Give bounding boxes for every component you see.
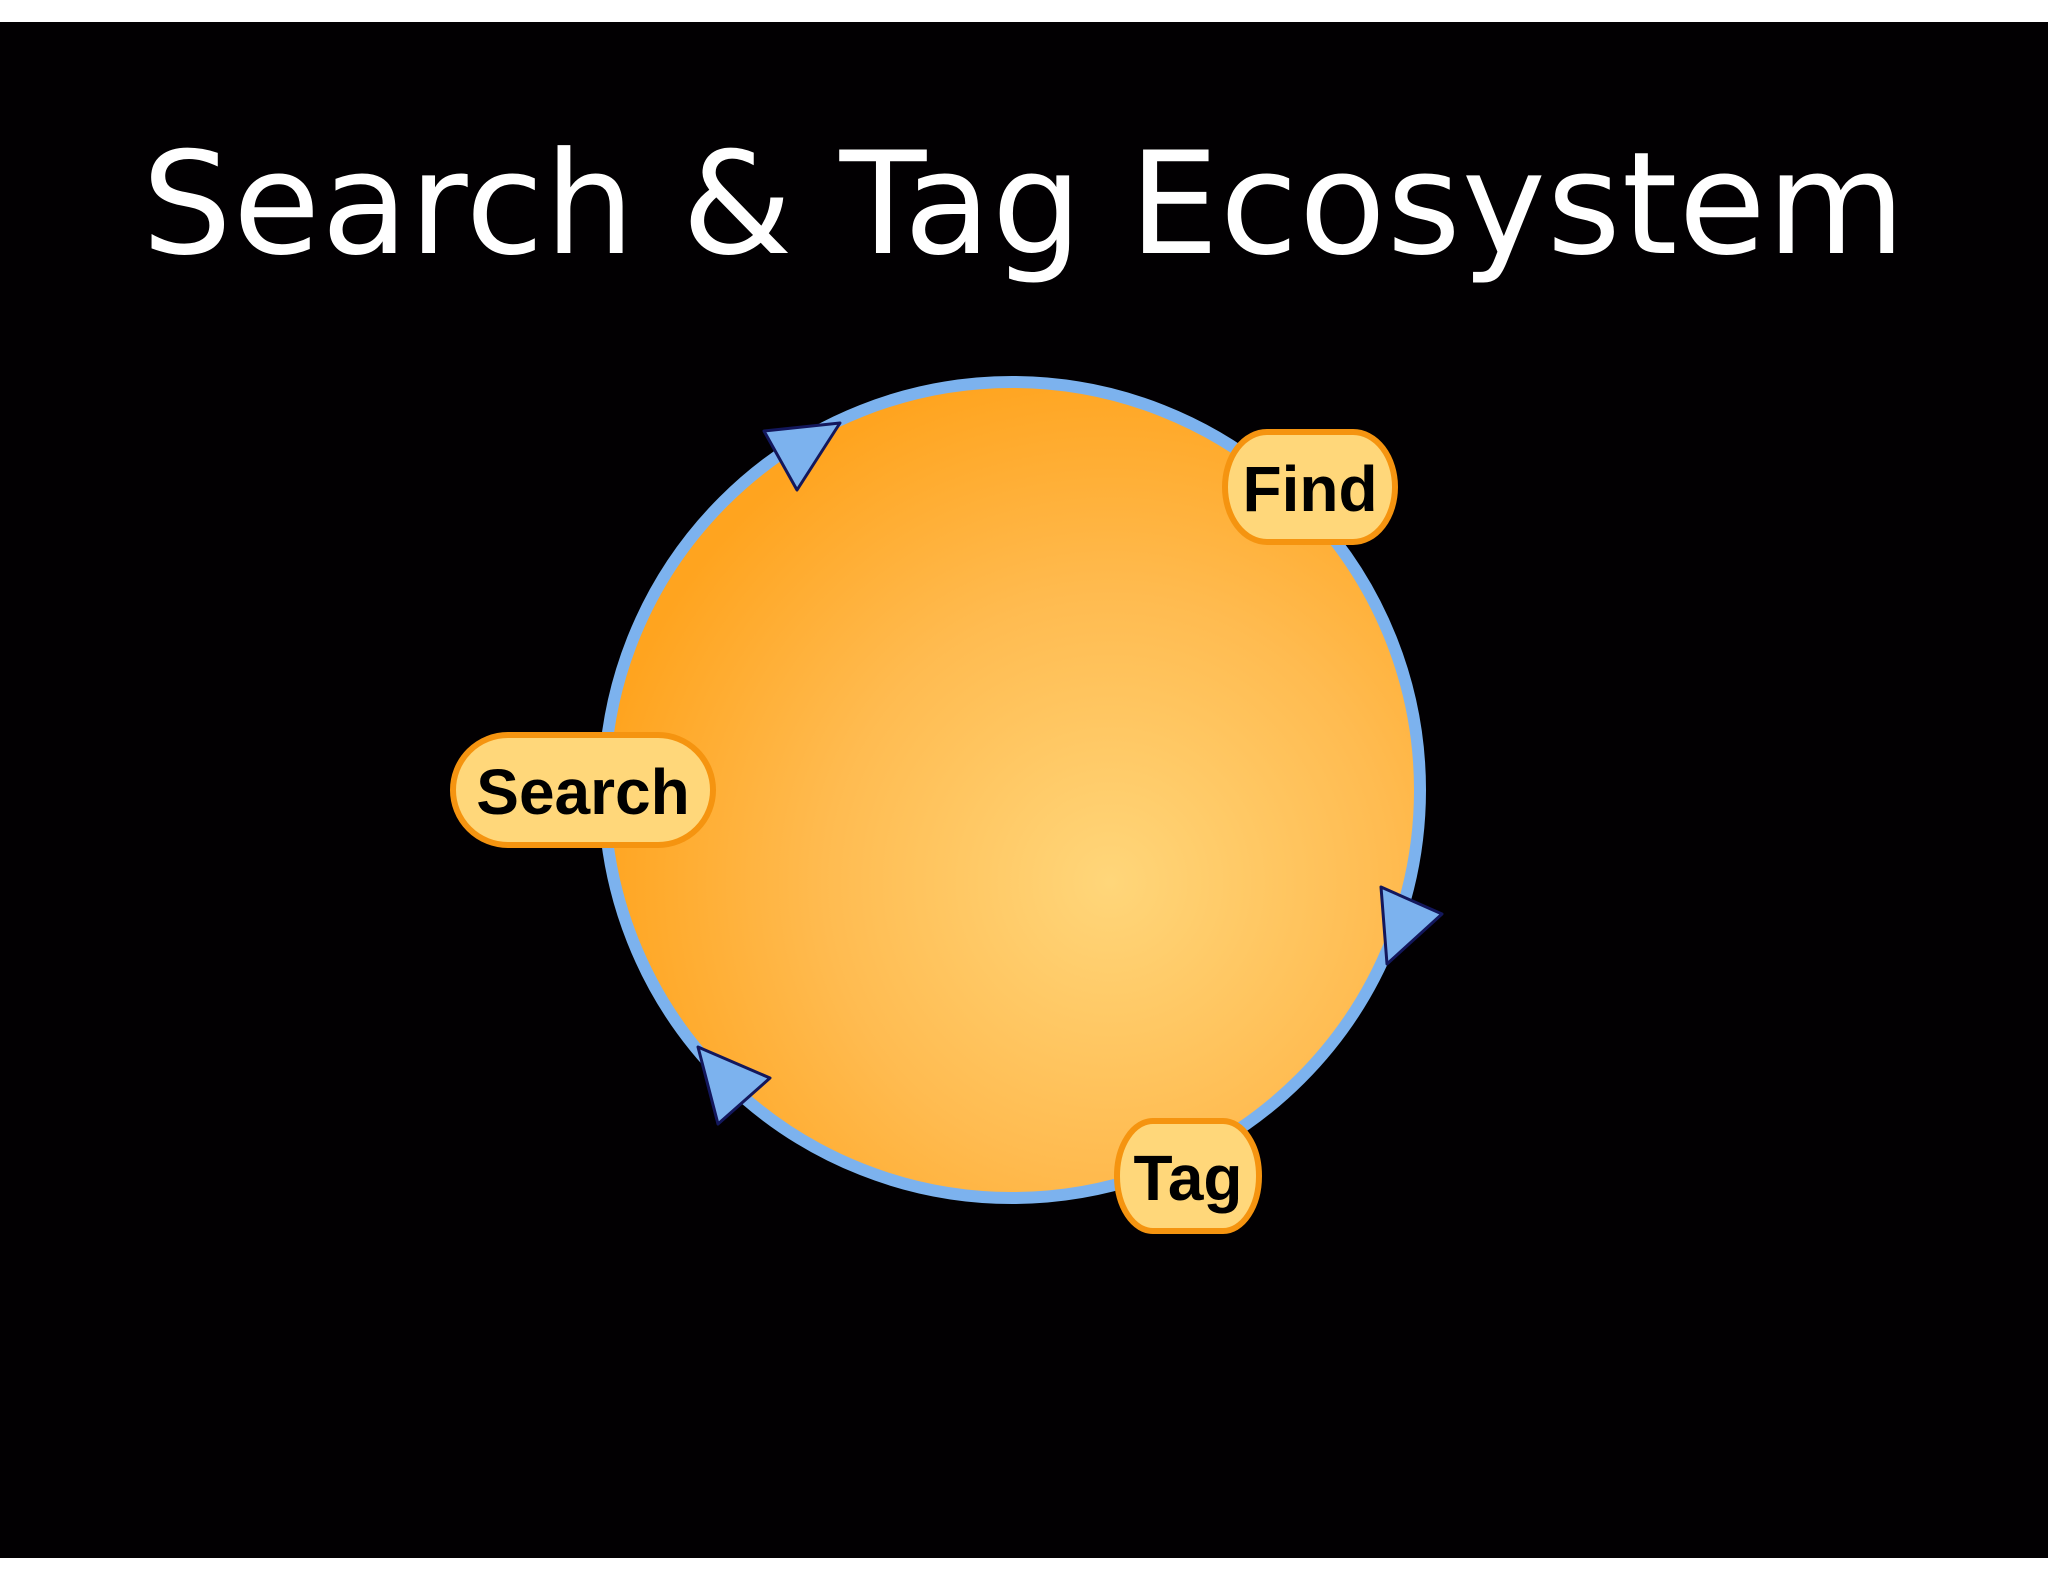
node-find[interactable]: Find bbox=[1222, 429, 1398, 545]
slide-title: Search & Tag Ecosystem bbox=[141, 122, 1907, 287]
arrow-bottom-left-icon bbox=[696, 1045, 772, 1126]
node-tag-label: Tag bbox=[1133, 1142, 1242, 1214]
node-tag[interactable]: Tag bbox=[1114, 1118, 1262, 1234]
node-find-label: Find bbox=[1242, 453, 1377, 525]
cycle-diagram: Search Find Tag bbox=[450, 376, 1444, 1234]
slide: Search & Tag Ecosystem Search Find bbox=[0, 22, 2048, 1558]
node-search[interactable]: Search bbox=[450, 732, 716, 848]
arrow-top-left-icon bbox=[762, 421, 842, 492]
node-search-label: Search bbox=[476, 756, 689, 828]
arrow-right-icon bbox=[1379, 885, 1444, 966]
